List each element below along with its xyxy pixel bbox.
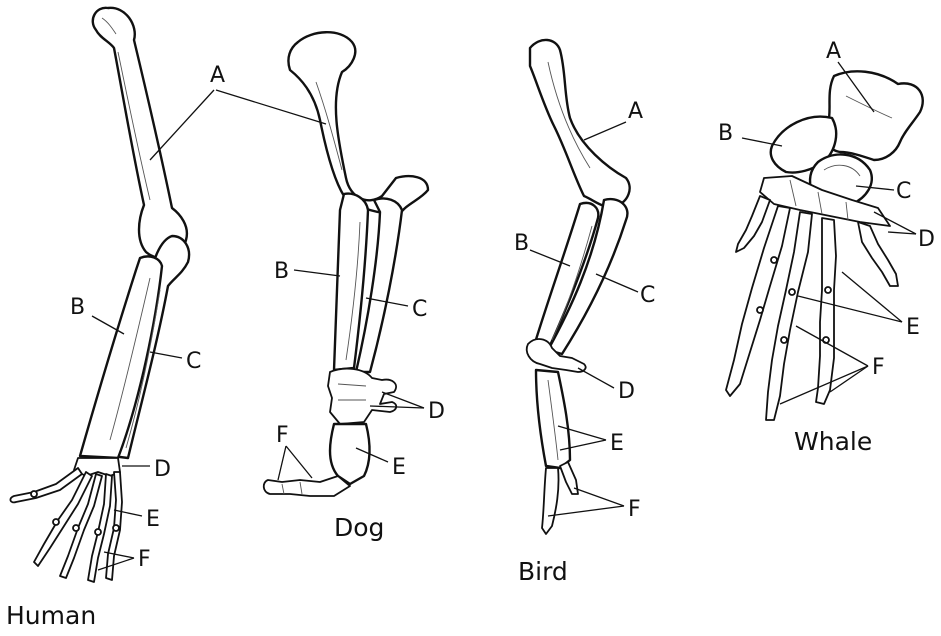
label-c-dog: C: [412, 297, 427, 322]
dog-limb: [216, 32, 428, 496]
label-b-bird: B: [514, 231, 529, 256]
human-humerus: [93, 8, 187, 258]
dog-carpals: [328, 369, 396, 424]
bird-limb: [527, 40, 638, 534]
caption-whale: Whale: [794, 427, 872, 456]
label-a-bird: A: [628, 99, 643, 124]
whale-limb: [726, 62, 923, 420]
label-d-whale: D: [918, 227, 935, 252]
bird-digits: [542, 468, 559, 534]
label-c-whale: C: [896, 179, 911, 204]
label-a-whale: A: [826, 39, 841, 64]
label-b-human: B: [70, 295, 85, 320]
label-e-human: E: [146, 507, 160, 532]
label-e-whale: E: [906, 315, 920, 340]
label-b-dog: B: [274, 259, 289, 284]
label-f-dog: F: [276, 423, 289, 448]
whale-humerus: [826, 71, 923, 160]
label-e-dog: E: [392, 455, 406, 480]
label-c-bird: C: [640, 283, 655, 308]
label-c-human: C: [186, 349, 201, 374]
human-limb: [10, 8, 214, 582]
label-b-whale: B: [718, 121, 733, 146]
label-e-bird: E: [610, 431, 624, 456]
bird-humerus: [530, 40, 630, 207]
label-a-shared: A: [210, 63, 225, 88]
label-d-human: D: [154, 457, 171, 482]
caption-dog: Dog: [334, 513, 384, 542]
label-d-dog: D: [428, 399, 445, 424]
label-f-whale: F: [872, 355, 885, 380]
label-d-bird: D: [618, 379, 635, 404]
label-f-human: F: [138, 547, 151, 572]
whale-digit-5: [858, 222, 898, 286]
dog-metacarpals: [330, 424, 370, 484]
caption-human: Human: [6, 601, 96, 630]
whale-digit-4: [816, 218, 836, 404]
dog-phalanges: [264, 476, 350, 496]
label-f-bird: F: [628, 497, 641, 522]
dog-humerus: [288, 32, 428, 214]
caption-bird: Bird: [518, 557, 568, 586]
